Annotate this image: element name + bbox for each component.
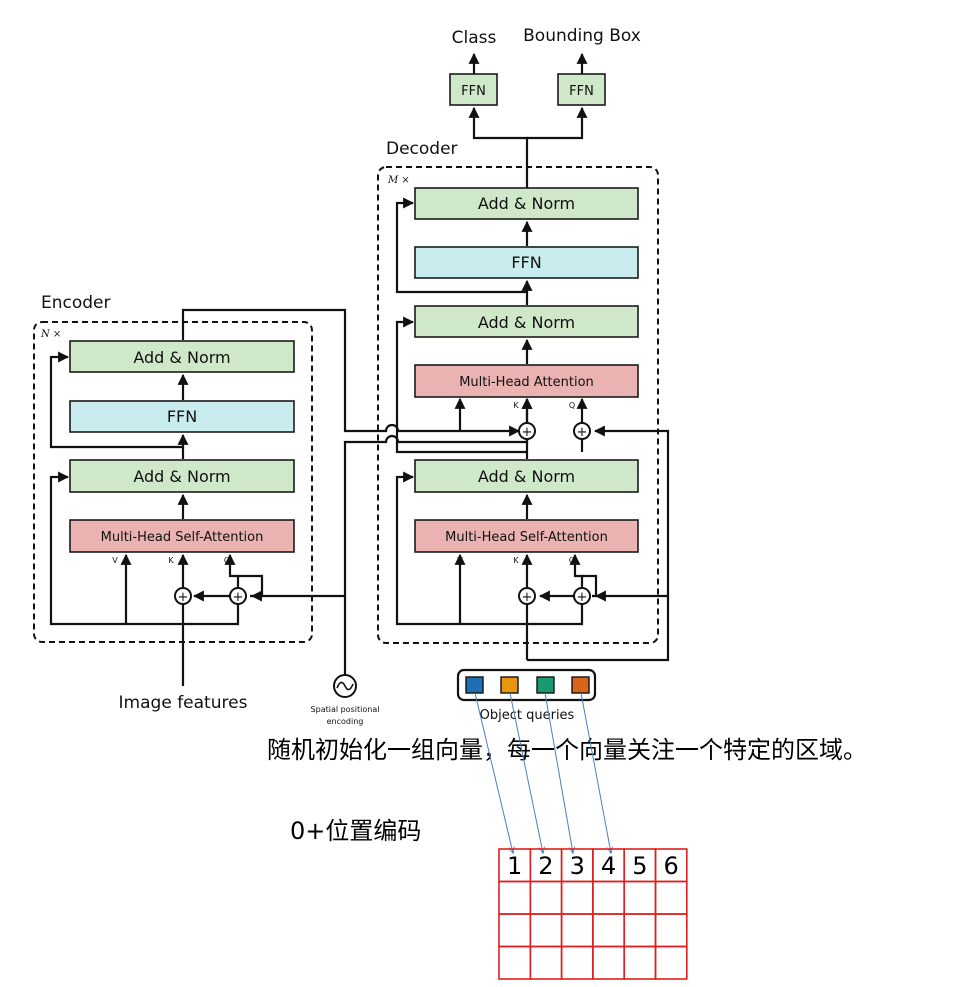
grid-cell [560, 945, 594, 980]
decoder-add-norm-3 [414, 187, 639, 220]
decoder-add-norm-3-label: Add & Norm [478, 194, 575, 213]
decoder-cross-q-plus-sign: + [577, 425, 588, 440]
grid-cell [529, 880, 563, 915]
positional-encoding-line1: Spatial positional [311, 705, 380, 714]
grid-cell [529, 913, 563, 948]
decoder-self-q-plus-sign: + [577, 590, 588, 605]
output-class-label: Class [452, 28, 497, 48]
grid-cell [529, 945, 563, 980]
decoder-repeat-label: M × [387, 175, 410, 186]
decoder-self-k-label: K [513, 556, 519, 565]
decoder-self-attention [414, 519, 639, 553]
grid-cell [498, 913, 532, 948]
object-query-4 [571, 676, 590, 694]
grid-cell [623, 913, 657, 948]
encoder-q-plus-sign: + [233, 590, 244, 605]
decoder-add-norm-2-label: Add & Norm [478, 313, 575, 332]
image-features-label: Image features [119, 693, 248, 713]
encoder-add-norm-2 [69, 340, 295, 373]
decoder-self-k-plus-sign: + [522, 590, 533, 605]
encoder-v-label: V [112, 556, 118, 565]
grid-cell [654, 880, 688, 915]
grid-cell [498, 880, 532, 915]
decoder-cross-k-label: K [513, 401, 519, 410]
grid-cell [654, 913, 688, 948]
encoder-self-attention [69, 519, 295, 553]
decoder-frame [377, 166, 659, 644]
init-label: 0+位置编码 [290, 817, 421, 845]
decoder-title: Decoder [386, 139, 458, 159]
decoder-add-norm-2 [414, 305, 639, 338]
object-queries-container [456, 668, 597, 702]
output-ffn-class [449, 73, 498, 106]
grid-header-cell-2: 2 [538, 852, 553, 880]
object-query-2 [500, 676, 519, 694]
encoder-k-label: K [168, 556, 174, 565]
grid-cell [560, 913, 594, 948]
encoder-ffn-label: FFN [167, 407, 197, 426]
decoder-self-attention-label: Multi-Head Self-Attention [445, 530, 608, 545]
encoder-add-norm-1 [69, 459, 295, 493]
decoder-ffn-label: FFN [511, 253, 541, 272]
grid-cell [592, 880, 626, 915]
encoder-repeat-label: N × [40, 329, 61, 340]
grid-header-cell-6: 6 [663, 852, 678, 880]
decoder-cross-k-plus-sign: + [522, 425, 533, 440]
grid-cell [623, 945, 657, 980]
grid-header-cell-5: 5 [632, 852, 647, 880]
decoder-ffn [414, 246, 639, 279]
object-queries-label: Object queries [480, 708, 575, 723]
grid-cell [623, 880, 657, 915]
output-ffn-bbox-label: FFN [569, 84, 594, 99]
decoder-add-norm-1 [414, 459, 639, 493]
grid-header-cell-3: 3 [570, 852, 585, 880]
grid-cell [592, 913, 626, 948]
encoder-title: Encoder [41, 293, 111, 313]
encoder-ffn [69, 400, 295, 433]
grid-header-cell-4: 4 [601, 852, 616, 880]
encoder-frame [33, 321, 313, 643]
decoder-add-norm-1-label: Add & Norm [478, 467, 575, 486]
grid-cell [592, 945, 626, 980]
output-ffn-bbox [557, 73, 606, 106]
decoder-cross-attention-label: Multi-Head Attention [459, 375, 594, 390]
decoder-cross-q-label: Q [569, 401, 575, 410]
encoder-self-attention-label: Multi-Head Self-Attention [101, 530, 264, 545]
positional-encoding-line2: encoding [327, 717, 364, 726]
decoder-cross-attention [414, 364, 639, 398]
encoder-k-plus-sign: + [178, 590, 189, 605]
encoder-add-norm-2-label: Add & Norm [133, 348, 230, 367]
grid-cell [654, 945, 688, 980]
output-ffn-class-label: FFN [461, 84, 486, 99]
grid-cell [498, 945, 532, 980]
encoder-add-norm-1-label: Add & Norm [133, 467, 230, 486]
object-query-1 [465, 676, 484, 694]
object-query-3 [536, 676, 555, 694]
annotation-text: 随机初始化一组向量，每一个向量关注一个特定的区域。 [267, 736, 867, 764]
grid-header-cell-1: 1 [507, 852, 522, 880]
grid-cell [560, 880, 594, 915]
output-bbox-label: Bounding Box [523, 26, 641, 46]
